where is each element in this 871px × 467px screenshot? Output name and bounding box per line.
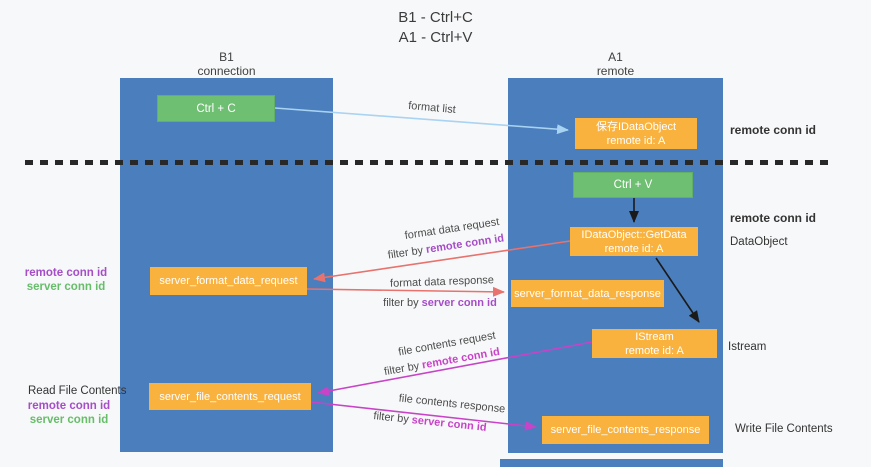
server-format-data-request-node: server_format_data_request <box>150 267 307 295</box>
istream-line2: remote id: A <box>625 344 684 357</box>
istream-node: IStream remote id: A <box>592 329 717 358</box>
server-conn-id-accent-2: server conn id <box>411 414 488 434</box>
column-header-a1: A1 remote <box>508 50 723 78</box>
istream-line1: IStream <box>635 330 674 343</box>
filter-by-text: filter by <box>383 297 419 309</box>
server-file-contents-request-node: server_file_contents_request <box>149 383 311 410</box>
dataobject-label: DataObject <box>730 236 788 248</box>
server-file-contents-response-node: server_file_contents_response <box>542 416 709 444</box>
ctrl-c-label: Ctrl + C <box>196 102 236 115</box>
filter-by-text: filter by <box>372 410 410 426</box>
write-file-contents-label: Write File Contents <box>735 423 833 435</box>
read-file-contents-label: Read File Contents <box>28 385 127 397</box>
right-remote-conn-id-2: remote conn id <box>730 211 817 225</box>
left-server-conn-id-2: server conn id <box>29 414 109 426</box>
format-data-response-arrow <box>306 286 505 297</box>
title-line-2: A1 - Ctrl+V <box>398 29 473 46</box>
ctrl-c-node: Ctrl + C <box>157 95 275 122</box>
right-remote-conn-id-1: remote conn id <box>730 123 817 137</box>
left-remote-conn-id-1: remote conn id <box>24 267 108 279</box>
server-format-data-response-node: server_format_data_response <box>511 280 664 307</box>
column-header-b1: B1 connection <box>120 50 333 78</box>
getdata-node: IDataObject::GetData remote id: A <box>570 227 698 256</box>
save-idataobject-line2: remote id: A <box>606 134 666 147</box>
ctrl-v-label: Ctrl + V <box>613 179 653 191</box>
left-server-conn-id-1: server conn id <box>26 281 106 293</box>
left-conn-id-block-2: remote conn id server conn id <box>20 399 118 427</box>
server-conn-id-accent-1: server conn id <box>421 297 497 309</box>
left-remote-conn-id-2: remote conn id <box>27 400 111 412</box>
getdata-line2: remote id: A <box>604 242 664 255</box>
save-idataobject-line1: 保存IDataObject <box>595 120 677 133</box>
save-idataobject-node: 保存IDataObject remote id: A <box>575 118 697 149</box>
format-data-response-label: format data response <box>389 274 495 290</box>
server-format-data-request-label: server_format_data_request <box>159 275 298 287</box>
getdata-line1: IDataObject::GetData <box>581 228 687 241</box>
column-a1-name: A1 <box>608 50 623 64</box>
lifeline-a1-continuation <box>500 459 723 467</box>
column-b1-subtitle: connection <box>197 64 256 78</box>
title-line-1: B1 - Ctrl+C <box>398 9 473 26</box>
server-file-contents-request-label: server_file_contents_request <box>159 390 301 403</box>
filter-by-text: filter by <box>383 360 421 379</box>
separator-dashed-line <box>25 160 835 165</box>
istream-side-label: Istream <box>728 341 767 353</box>
left-conn-id-block-1: remote conn id server conn id <box>16 266 116 294</box>
format-list-label: format list <box>407 99 457 117</box>
server-file-contents-response-label: server_file_contents_response <box>550 424 701 436</box>
column-a1-subtitle: remote <box>596 64 635 78</box>
server-format-data-response-label: server_format_data_response <box>514 287 661 300</box>
column-b1-name: B1 <box>219 50 234 64</box>
ctrl-v-node: Ctrl + V <box>573 172 693 198</box>
diagram-title: B1 - Ctrl+C A1 - Ctrl+V <box>0 8 871 48</box>
filter-by-text: filter by <box>387 244 424 262</box>
file-contents-response-label: file contents response <box>398 392 506 416</box>
